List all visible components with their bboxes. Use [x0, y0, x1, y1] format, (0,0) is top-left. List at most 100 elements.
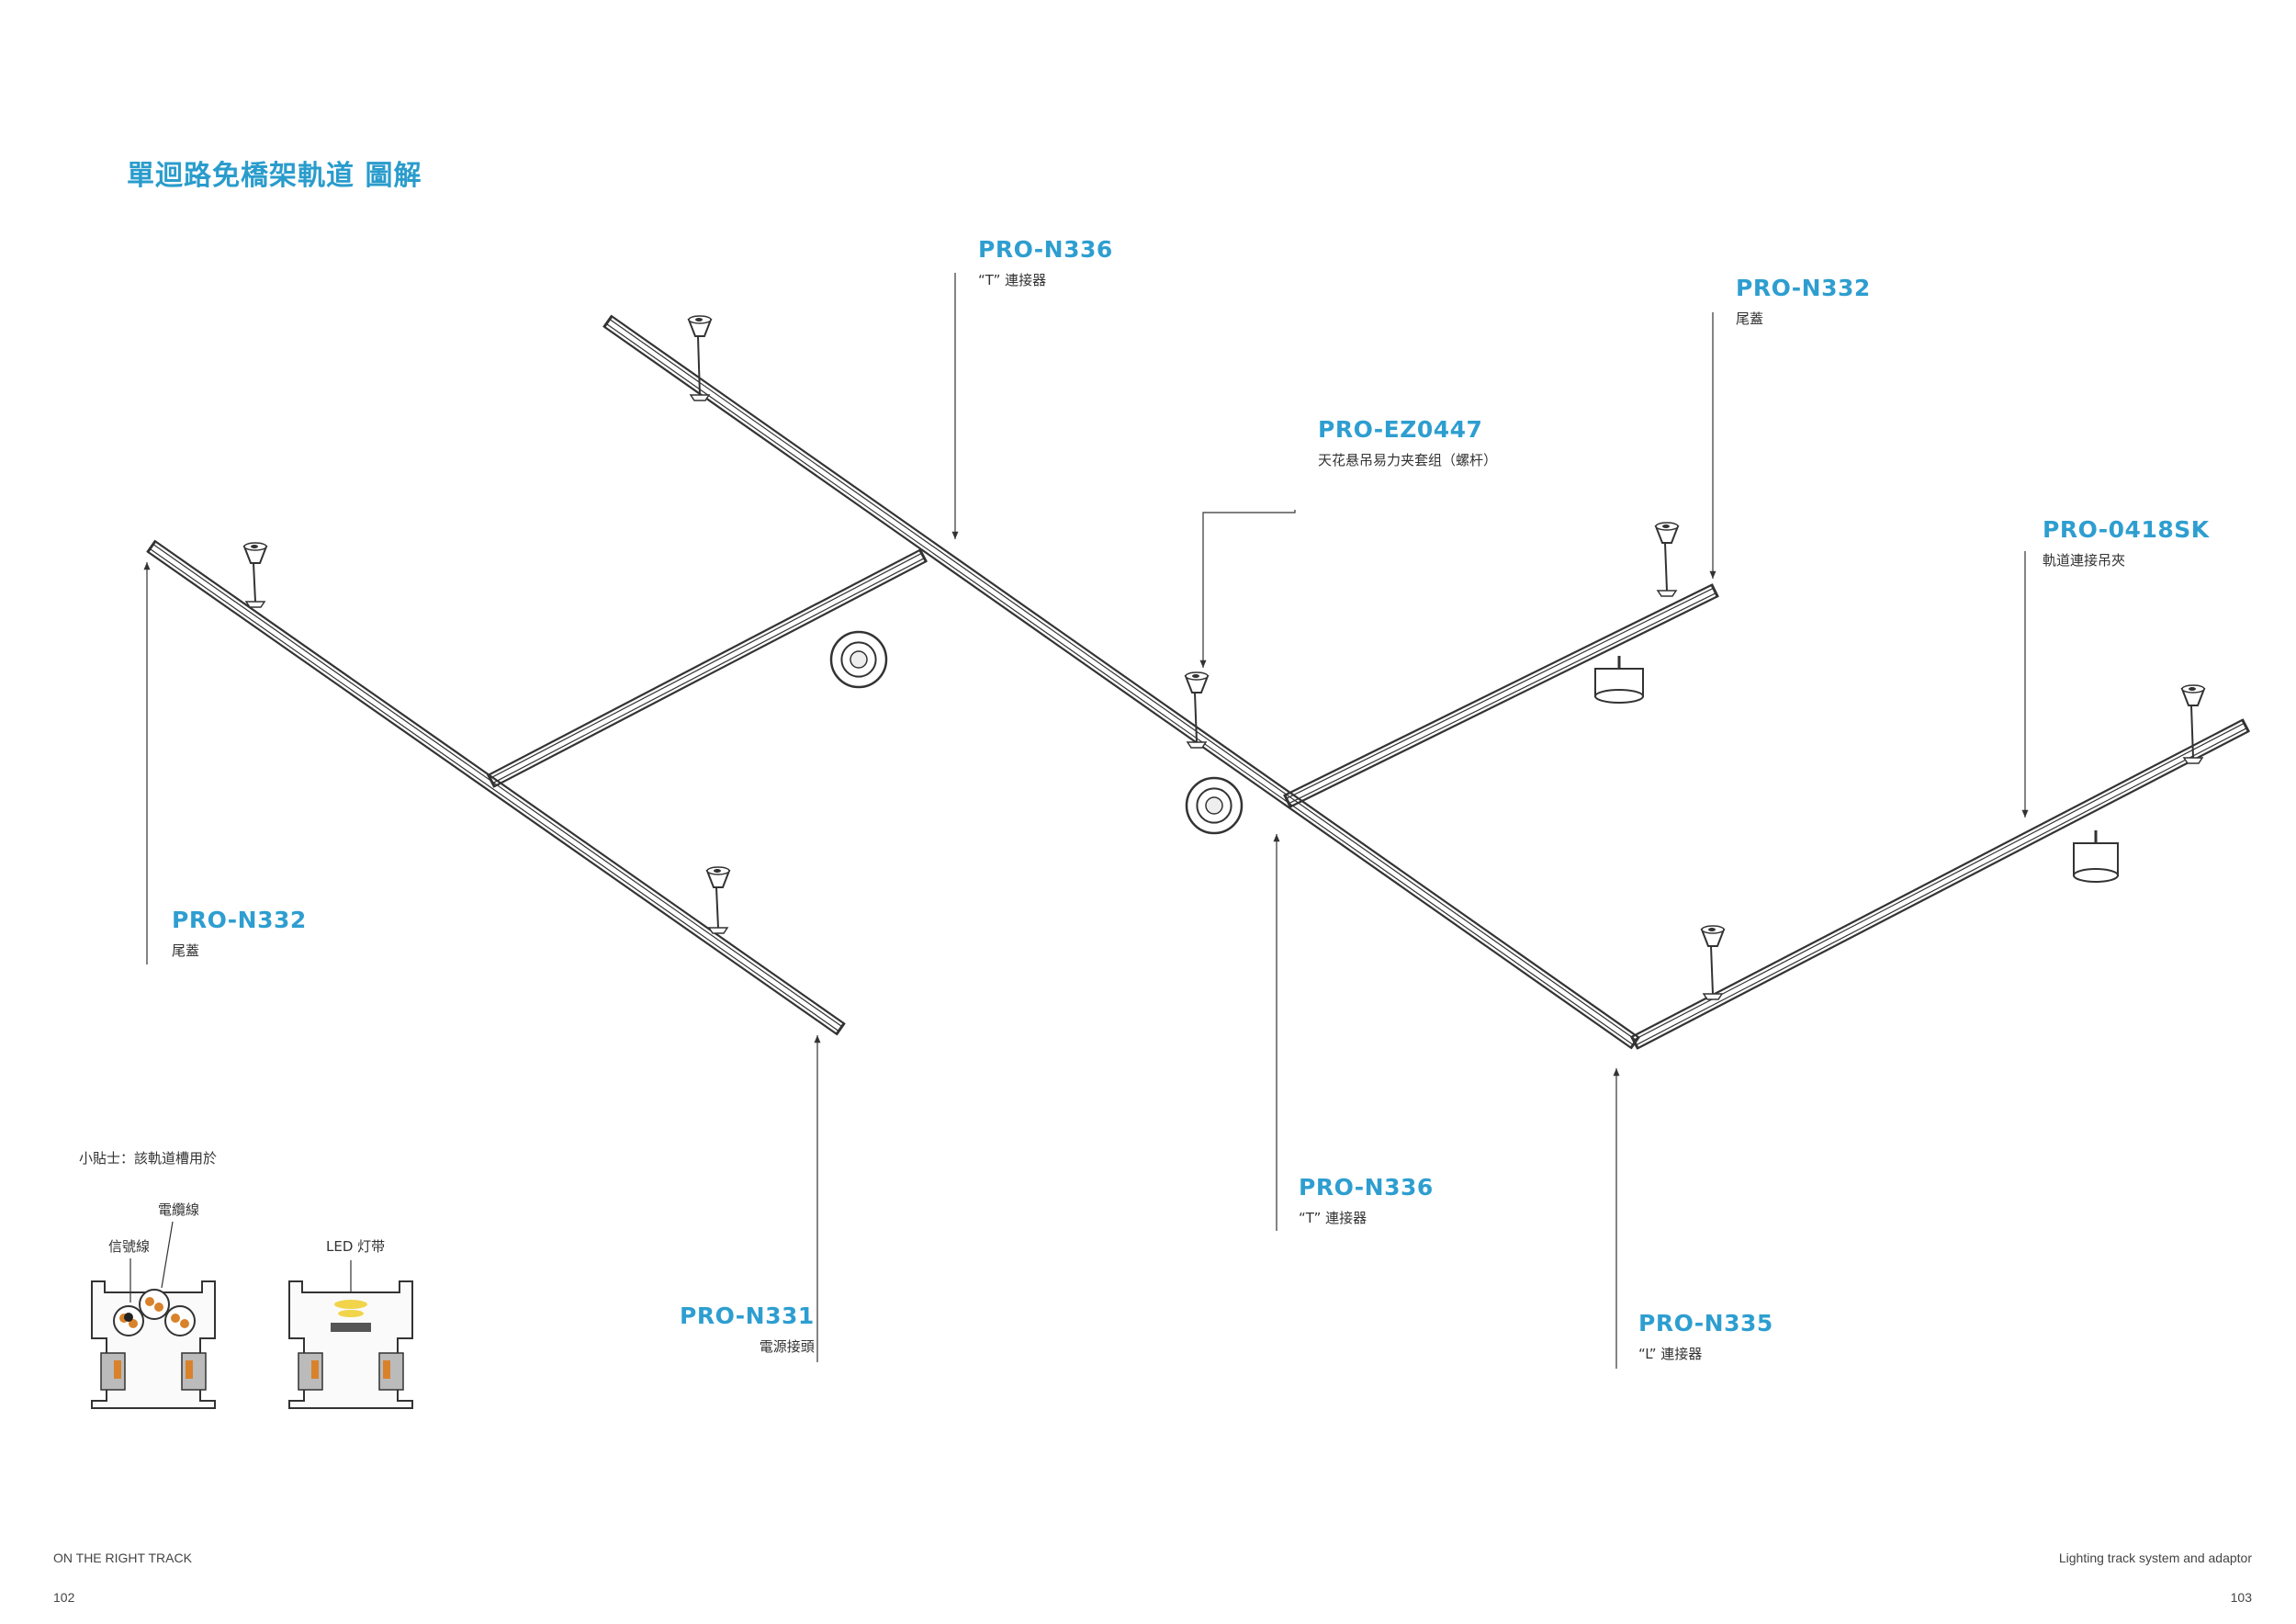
cable-core [171, 1314, 180, 1323]
track-rail [493, 560, 927, 788]
canopy-hole [714, 869, 721, 873]
left-branch-track [486, 548, 929, 788]
led-glow [338, 1310, 364, 1317]
track-rail [1289, 595, 1718, 808]
copper-right [186, 1360, 193, 1379]
track-rail [1284, 583, 1713, 796]
callout-desc: 電源接頭 [759, 1338, 815, 1355]
track-end-cap [2240, 718, 2251, 733]
track-end-cap [146, 539, 157, 554]
canopy-hole [695, 318, 703, 321]
callout-track-clip: PRO-0418SK 軌道連接吊夾 [2043, 516, 2210, 570]
callout-t-connector-bottom: PRO-N336 “T” 連接器 [1299, 1174, 1434, 1227]
callout-end-cap-right: PRO-N332 尾蓋 [1736, 275, 1871, 328]
spotlight-right-branch [1594, 656, 1644, 704]
track-rail [154, 540, 845, 1025]
leader-t-top [951, 273, 959, 539]
track-rail [609, 319, 1638, 1042]
cylinder-bottom [1594, 689, 1644, 704]
leader-arrow [143, 562, 151, 570]
led-strip [331, 1323, 371, 1332]
track-clip [1656, 590, 1678, 597]
pendant-3 [705, 866, 731, 934]
callout-power-connector: PRO-N331 電源接頭 [680, 1303, 815, 1356]
leader-clip [2021, 551, 2029, 818]
track-rail [1286, 587, 1714, 799]
cable-core [154, 1303, 163, 1312]
cable-core [129, 1319, 138, 1328]
suspension-rod [1194, 692, 1198, 743]
track-end-cap [1629, 1035, 1640, 1050]
led-label: LED 灯带 [326, 1238, 386, 1255]
callout-desc: “L” 連接器 [1638, 1346, 1703, 1362]
tip-text: 小貼士：該軌道槽用於 [79, 1150, 218, 1167]
leader-l [1613, 1068, 1620, 1369]
callout-code: PRO-N336 [978, 236, 1113, 263]
callout-code: PRO-EZ0447 [1318, 416, 1483, 443]
cable [139, 1289, 170, 1320]
pendant-4 [1184, 671, 1210, 749]
pendant-7 [2180, 684, 2206, 764]
led-glow [334, 1300, 367, 1309]
callout-t-connector-top: PRO-N336 “T” 連接器 [978, 236, 1113, 289]
track-rail [1637, 730, 2249, 1050]
track-rail [1633, 722, 2245, 1041]
callout-code: PRO-N332 [1736, 275, 1871, 301]
suspension-rod [2190, 705, 2194, 759]
track-clip [689, 394, 711, 401]
cable-label: 電纜線 [158, 1201, 200, 1218]
callout-desc: 尾蓋 [1736, 310, 1764, 327]
canopy-hole [1662, 524, 1670, 528]
track-rail [611, 315, 1639, 1039]
callout-code: PRO-N336 [1299, 1174, 1434, 1201]
suspension-rod [1664, 542, 1668, 592]
callout-code: PRO-N335 [1638, 1310, 1773, 1336]
track-rail [147, 550, 838, 1035]
canopy-hole [251, 545, 258, 548]
track-rail [1636, 727, 2247, 1046]
track-clip [2182, 757, 2204, 764]
callout-desc: “T” 連接器 [1299, 1210, 1367, 1226]
main-diagonal-track [602, 314, 1640, 1050]
track-end-cap [486, 773, 497, 788]
cylinder-bottom [2073, 868, 2119, 883]
left-diagonal-track [146, 539, 846, 1036]
track-clip [1702, 993, 1724, 1000]
copper-left [311, 1360, 319, 1379]
footer-right-page: 103 [2230, 1590, 2252, 1605]
track-rail [1289, 592, 1716, 805]
spot-lens [1205, 796, 1223, 815]
callout-code: PRO-N332 [172, 907, 307, 933]
leader-arrow [1709, 570, 1716, 579]
footer-left-page: 102 [53, 1590, 75, 1605]
leader-arrow [2021, 809, 2029, 818]
suspension-rod [253, 562, 256, 603]
spotlight-right [2073, 830, 2119, 883]
callout-desc: 天花悬吊易力夹套组（螺杆） [1318, 452, 1498, 468]
conductor-left [100, 1352, 126, 1391]
footer-right-label: Lighting track system and adaptor [2058, 1551, 2252, 1565]
leader-power [814, 1035, 821, 1362]
copper-left [114, 1360, 121, 1379]
leader-suspension [1199, 510, 1296, 668]
cross-section-led [288, 1260, 413, 1409]
cable-core [145, 1297, 154, 1306]
track-rail [488, 548, 921, 776]
pendant-1 [687, 315, 713, 401]
track-end-cap [602, 314, 613, 329]
track-rail [603, 325, 1632, 1049]
leader-arrow [814, 1035, 821, 1043]
cable-pointer [161, 1221, 174, 1289]
leader-arrow [1613, 1068, 1620, 1077]
leader-arrow [1199, 660, 1207, 668]
spotlight-center [1185, 776, 1244, 835]
canopy-hole [2189, 687, 2196, 691]
track-rail [605, 322, 1634, 1045]
callout-suspension-kit: PRO-EZ0447 天花悬吊易力夹套组（螺杆） [1318, 416, 1497, 469]
track-clip [244, 601, 266, 608]
right-l-track [1629, 718, 2251, 1050]
spotlight-left [829, 630, 888, 689]
spot-lens [850, 650, 868, 669]
